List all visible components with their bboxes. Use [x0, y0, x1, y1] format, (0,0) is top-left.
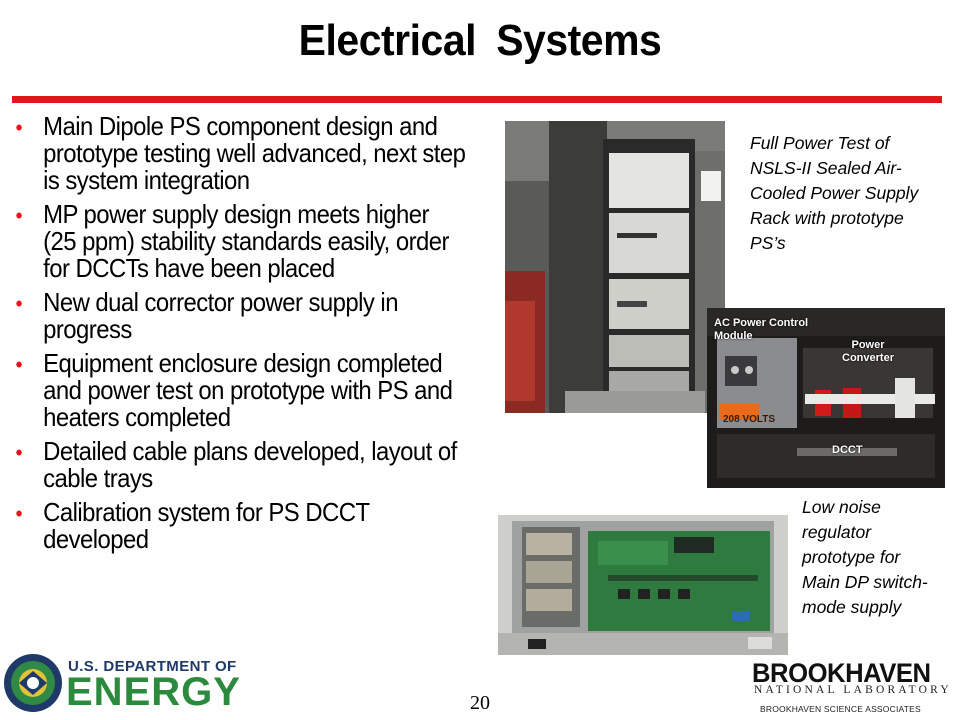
- bullet-text: New dual corrector power supply in progr…: [43, 287, 398, 344]
- regulator-caption: Low noise regulator prototype for Main D…: [802, 497, 928, 617]
- page-number: 20: [470, 692, 490, 714]
- bullet-text: Equipment enclosure design completed and…: [43, 348, 453, 432]
- bnl-logo: BROOKHAVEN NATIONAL LABORATORY BROOKHAVE…: [742, 658, 956, 718]
- bullet-text: MP power supply design meets higher (25 …: [43, 199, 449, 283]
- doe-logo: U.S. DEPARTMENT OF ENERGY: [2, 652, 242, 714]
- dcct-label: DCCT: [832, 444, 863, 456]
- bullet-item: • Equipment enclosure design completed an…: [10, 350, 466, 431]
- bullet-icon: •: [15, 440, 23, 465]
- power-converter-label: Power Converter: [842, 339, 894, 364]
- bullet-icon: •: [15, 501, 23, 526]
- bullet-item: • Main Dipole PS component design and pro…: [10, 113, 466, 194]
- doe-seal-icon: [4, 654, 62, 712]
- bnl-name: BROOKHAVEN: [752, 658, 931, 688]
- slide-title: Electrical Systems: [298, 16, 662, 65]
- bullet-icon: •: [15, 352, 23, 377]
- bullet-list: • Main Dipole PS component design and pro…: [10, 113, 490, 560]
- bullet-item: • Calibration system for PS DCCT develope…: [10, 499, 466, 553]
- bullet-icon: •: [15, 291, 23, 316]
- bullet-text: Calibration system for PS DCCT developed: [43, 497, 370, 554]
- doe-line1: U.S. DEPARTMENT OF: [68, 658, 237, 675]
- bullet-icon: •: [15, 115, 23, 140]
- bnl-associates: BROOKHAVEN SCIENCE ASSOCIATES: [760, 704, 921, 714]
- bullet-item: • Detailed cable plans developed, layout …: [10, 438, 466, 492]
- regulator-photo: [498, 515, 788, 655]
- bullet-text: Main Dipole PS component design and prot…: [43, 111, 466, 195]
- bullet-icon: •: [15, 203, 23, 228]
- bnl-subtitle: NATIONAL LABORATORY: [754, 684, 952, 696]
- title-divider: [12, 96, 942, 103]
- rack-test-caption: Full Power Test of NSLS-II Sealed Air-Co…: [750, 133, 919, 253]
- bullet-item: • MP power supply design meets higher (25…: [10, 201, 466, 282]
- doe-line2: ENERGY: [66, 670, 241, 714]
- bullet-item: • New dual corrector power supply in prog…: [10, 289, 466, 343]
- rack-photo: [505, 121, 725, 413]
- volts-tag: 208 VOLTS: [723, 414, 776, 425]
- bullet-text: Detailed cable plans developed, layout o…: [43, 436, 457, 493]
- ac-module-photo: AC Power Control Module Power Converter …: [707, 308, 945, 488]
- ac-module-label: AC Power Control Module: [714, 317, 809, 342]
